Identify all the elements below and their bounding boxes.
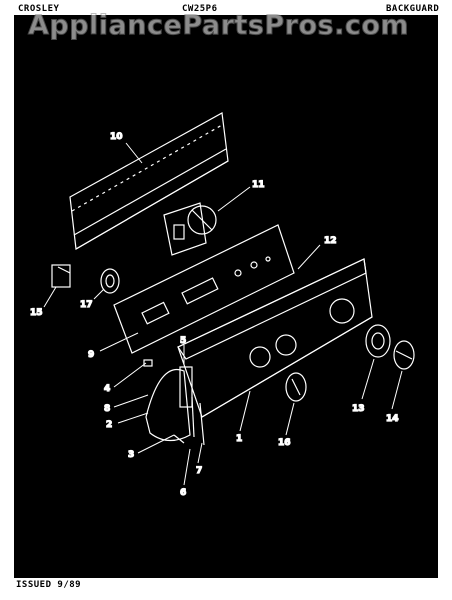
callout-10: 10	[110, 132, 123, 142]
callout-2: 2	[106, 420, 112, 430]
issued-date: ISSUED 9/89	[16, 580, 82, 590]
knob-part-14	[393, 340, 415, 370]
dial-part-13	[365, 324, 391, 358]
small-hardware	[143, 359, 205, 446]
callout-6: 6	[180, 488, 186, 498]
switch-part-15	[51, 264, 71, 288]
rear-panel-part-10	[69, 112, 229, 250]
callout-7: 7	[196, 466, 202, 476]
knob-part-17	[100, 268, 120, 294]
parts-diagram: 10 11 12 9 4 8 2 3 5 6 7 1 13 14 16 15 1…	[14, 15, 438, 578]
knob-part-16	[285, 372, 307, 402]
callout-16: 16	[278, 438, 291, 448]
callout-9: 9	[88, 350, 94, 360]
callout-14: 14	[386, 414, 399, 424]
section-title: BACKGUARD	[386, 4, 440, 14]
watermark-logo: AppliancePartsPros.com	[27, 10, 410, 42]
callout-12: 12	[324, 236, 337, 246]
control-panel-part-9	[113, 224, 295, 354]
brand-label: CROSLEY	[18, 4, 60, 14]
callout-8: 8	[104, 404, 110, 414]
timer-part-11	[163, 202, 217, 256]
callout-1: 1	[236, 434, 242, 444]
callout-11: 11	[252, 180, 265, 190]
leader-lines	[43, 142, 403, 486]
model-number: CW25P6	[182, 4, 218, 14]
callout-4: 4	[104, 384, 110, 394]
callout-3: 3	[128, 450, 134, 460]
callout-13: 13	[352, 404, 365, 414]
callout-15: 15	[30, 308, 43, 318]
end-cap-parts-2-8	[145, 366, 193, 442]
callout-5: 5	[180, 336, 186, 346]
callout-17: 17	[80, 300, 93, 310]
backguard-part-12	[177, 258, 373, 418]
